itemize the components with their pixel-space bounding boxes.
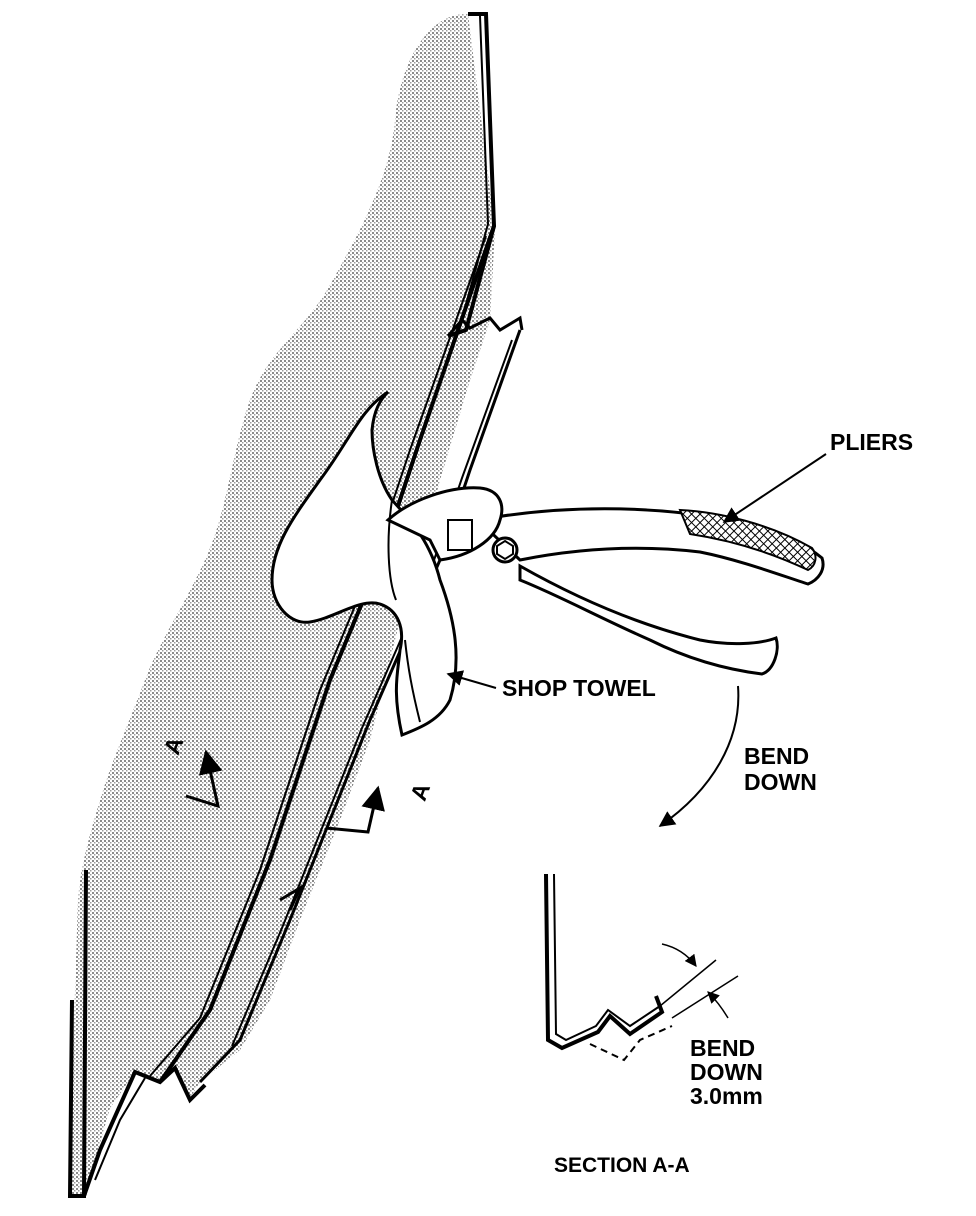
panel-bottom-corner — [67, 869, 207, 1198]
bend-down-label-line2: DOWN — [744, 769, 817, 795]
bend-down-label-line1: BEND — [744, 743, 809, 769]
pliers-jaw-slot — [447, 519, 473, 551]
bend-down-3mm-line2: DOWN — [690, 1059, 763, 1085]
bend-direction-arrow — [658, 685, 740, 827]
section-profile-inner — [553, 873, 661, 1042]
bend-down-3mm-line3: 3.0mm — [690, 1083, 763, 1109]
flange-line-1 — [158, 225, 496, 1084]
section-marker-right-label: A — [405, 779, 435, 804]
section-title: SECTION A-A — [554, 1154, 690, 1177]
pliers-pivot-nut — [496, 539, 514, 561]
section-angle-arc-lower — [707, 991, 729, 1019]
pliers-leader-line — [722, 453, 827, 523]
panel-bottom-hem — [94, 1077, 146, 1181]
flange-line-2 — [149, 235, 487, 1077]
pliers — [385, 486, 825, 676]
pliers-label: PLIERS — [830, 429, 913, 455]
section-bent-profile-dashed — [589, 1025, 673, 1062]
pliers-jaw — [385, 486, 504, 562]
section-angle-arc-upper — [661, 943, 697, 967]
panel-left-notch — [279, 884, 304, 911]
section-angle-ref-line-1 — [659, 959, 717, 1007]
pliers-lower-handle — [518, 563, 779, 676]
section-a-a-detail — [544, 873, 739, 1062]
bend-down-3mm-line1: BEND — [690, 1035, 755, 1061]
shop-towel-fold — [387, 499, 421, 723]
flange-notch-top — [446, 315, 524, 337]
section-profile-outer — [544, 873, 665, 1051]
shop-towel-label: SHOP TOWEL — [502, 675, 656, 701]
shop-towel-leader-line — [446, 670, 497, 689]
section-angle-ref-line-2 — [671, 975, 739, 1019]
